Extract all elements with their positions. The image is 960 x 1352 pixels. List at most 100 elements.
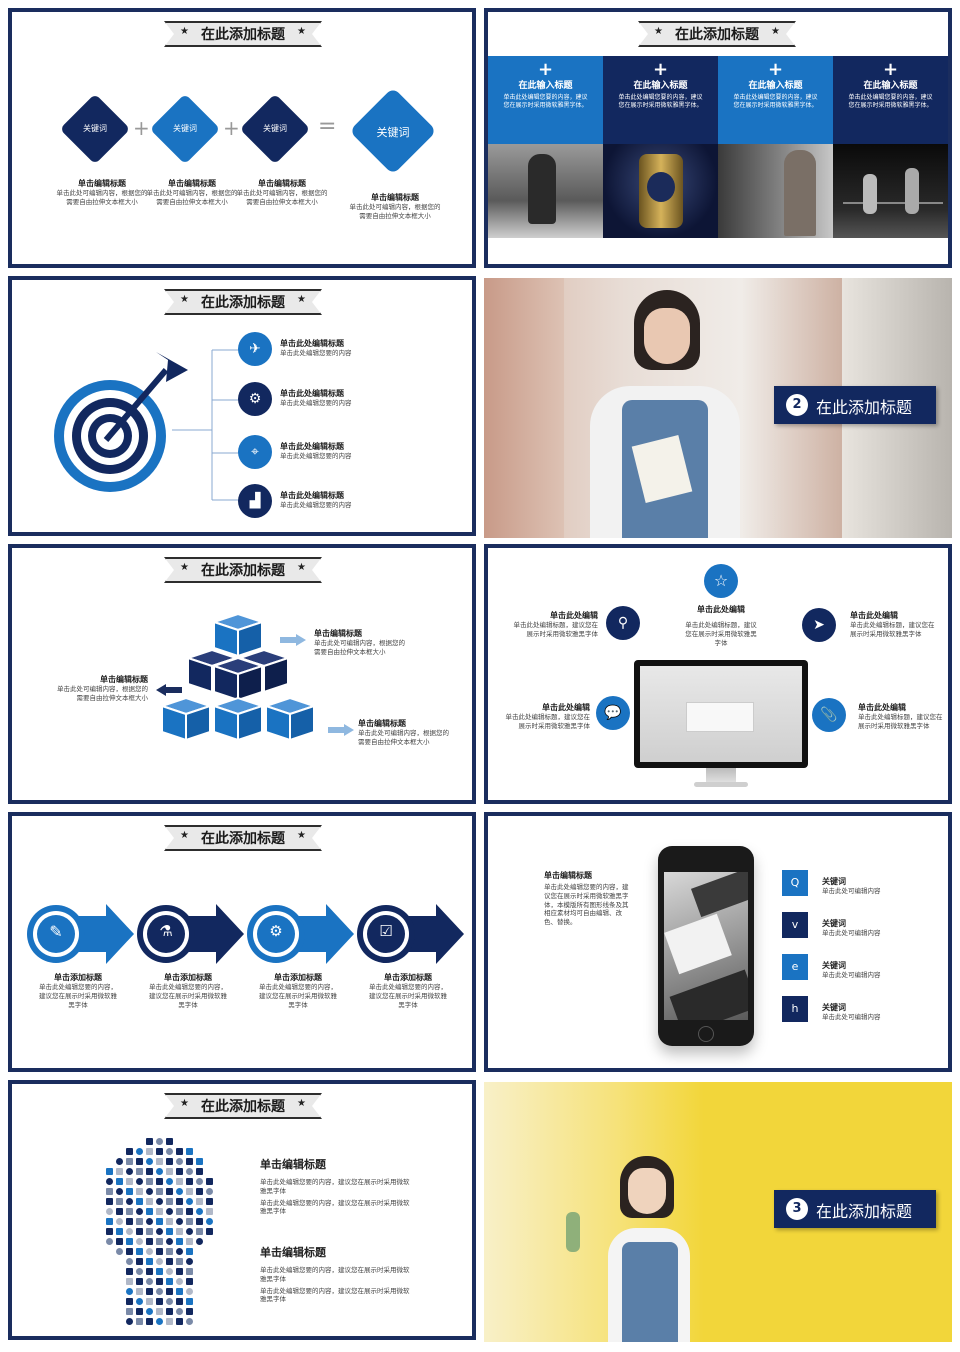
block-text: 单击此处可编辑内容，根据您的需要自由拉伸文本框大小 [146,189,238,206]
small-icon [136,1198,143,1205]
keyword-text: 单击此处可编辑内容 [822,1013,881,1021]
small-icon [176,1238,183,1245]
star-icon: ★ [654,26,663,37]
small-icon [176,1278,183,1285]
slide-cube-pyramid[interactable]: ★ 在此添加标题 ★ 单击编辑标题 单击此处可编辑内容，根据您的需要自由拉伸文本… [8,544,476,804]
slide-keyword-equation[interactable]: ★ 在此添加标题 ★ 关键词 + 关键词 + 关键词 = 关键词 单击编辑标题 … [8,8,476,268]
small-icon [176,1188,183,1195]
step-text: 单击此处编辑您要的内容，建议您在展示时采用微软雅黑字体 [259,983,337,1009]
slide-phone-keywords[interactable]: 单击编辑标题 单击此处编辑您要的内容，建议您在展示时采用微软雅黑字体，本模版所有… [484,812,952,1072]
block-title: 单击编辑标题 [100,675,148,684]
chat-bubble-icon[interactable]: 💬 [596,696,630,730]
slide-title-banner: ★ 在此添加标题 ★ [638,21,796,47]
plus-sign: + [133,116,150,140]
small-icon [126,1268,133,1275]
small-icon [146,1208,153,1215]
small-icon [136,1178,143,1185]
arrow-left-icon [156,684,182,696]
item-text: 单击此处编辑标题，建议您在展示时采用微软雅黑字体 [513,621,599,638]
step-title: 单击添加标题 [54,973,102,982]
step-text: 单击此处编辑您要的内容，建议您在展示时采用微软雅黑字体 [39,983,117,1009]
search-icon[interactable]: ⚲ [606,606,640,640]
small-icon [206,1208,213,1215]
small-icon [176,1208,183,1215]
small-icon [166,1318,173,1325]
small-icon [106,1178,113,1185]
small-icon [176,1168,183,1175]
keyword-letter-badge: h [782,996,808,1022]
slide-monitor-features[interactable]: ☆ 单击此处编辑 单击此处编辑标题，建议您在展示时采用微软雅黑字体 ⚲ 单击此处… [484,544,952,804]
small-icon [156,1198,163,1205]
small-icon [186,1258,193,1265]
section-title-badge[interactable]: 3 在此添加标题 [774,1190,936,1228]
small-icon [136,1248,143,1255]
item-title: 单击此处编辑 [850,611,898,620]
small-icon [196,1238,203,1245]
block-text: 单击此处编辑您要的内容，建议您在展示时采用微软雅黑字体 [260,1178,410,1195]
list-item[interactable]: ▟ [238,484,272,518]
paper-plane-icon[interactable]: ➤ [802,608,836,642]
slide-section-3-photo[interactable]: 3 在此添加标题 [484,1082,952,1342]
list-item[interactable]: ⌖ [238,435,272,469]
small-icon [126,1168,133,1175]
small-icon [176,1248,183,1255]
column-header[interactable]: + 在此输入标题 单击此处编辑您要的内容，建议您在展示时采用微软雅黑字体。 [833,56,948,144]
star-icon: ★ [180,26,189,37]
item-text: 单击此处编辑您要的内容 [280,349,352,357]
block-text: 单击此处编辑您要的内容，建议您在展示时采用微软雅黑字体 [260,1198,410,1216]
column-text: 单击此处编辑您要的内容，建议您在展示时采用微软雅黑字体。 [848,94,933,109]
keyword-label: 关键词 [83,124,107,133]
gears-icon: ⚙ [238,382,272,416]
small-icon [166,1238,173,1245]
small-icon [136,1188,143,1195]
slide-arrow-process[interactable]: ★ 在此添加标题 ★ ✎ ⚗ ⚙ ☑ 单击添加标题 单击此处编辑您要的内容，建议… [8,812,476,1072]
small-icon [136,1228,143,1235]
small-icon [116,1178,123,1185]
list-item[interactable]: ✈ [238,332,272,366]
small-icon [116,1208,123,1215]
small-icon [126,1278,133,1285]
block-text: 单击此处编辑您要的内容，建议您在展示时采用微软雅黑字体，本模版所有图形线条及其相… [544,883,629,927]
small-icon [166,1198,173,1205]
slide-section-2-photo[interactable]: 2 在此添加标题 [484,278,952,538]
item-title: 单击此处编辑 [550,611,598,620]
column-title: 在此输入标题 [748,81,803,91]
item-title: 单击此处编辑标题 [280,339,344,348]
small-icon [186,1228,193,1235]
column-header[interactable]: + 在此输入标题 单击此处编辑您要的内容，建议您在展示时采用微软雅黑字体。 [603,56,718,144]
photo-boxing-ring [833,144,948,238]
small-icon [136,1268,143,1275]
block-text: 单击此处可编辑内容，根据您的需要自由拉伸文本框大小 [349,203,441,220]
process-arrow [247,904,354,964]
section-title-badge[interactable]: 2 在此添加标题 [774,386,936,424]
background-plant [566,1212,580,1252]
small-icon [126,1308,133,1315]
keyword-text: 单击此处可编辑内容 [822,887,881,895]
star-icon: ★ [180,294,189,305]
small-icon [186,1208,193,1215]
column-header[interactable]: + 在此输入标题 单击此处编辑您要的内容，建议您在展示时采用微软雅黑字体。 [488,56,603,144]
column-text: 单击此处编辑您要的内容，建议您在展示时采用微软雅黑字体。 [503,94,588,109]
slide-target-list[interactable]: ★ 在此添加标题 ★ ✈ 单击此处编辑标题 单击此处编辑您要的内容 ⚙ 单击此处… [8,276,476,536]
small-icon [176,1178,183,1185]
small-icon [116,1188,123,1195]
small-icon [186,1238,193,1245]
step-title: 单击添加标题 [384,973,432,982]
slide-icon-head[interactable]: ★ 在此添加标题 ★ 单击编辑标题 单击此处编辑您要的内容，建议您在展示时采用微… [8,1080,476,1340]
column-header[interactable]: + 在此输入标题 单击此处编辑您要的内容，建议您在展示时采用微软雅黑字体。 [718,56,833,144]
small-icon [126,1198,133,1205]
list-item[interactable]: ⚙ [238,382,272,416]
small-icon [186,1308,193,1315]
slide-four-columns[interactable]: ★ 在此添加标题 ★ + 在此输入标题 单击此处编辑您要的内容，建议您在展示时采… [484,8,952,268]
keyword-text: 单击此处可编辑内容 [822,929,881,937]
star-icon: ★ [180,830,189,841]
item-text: 单击此处编辑标题，建议您在展示时采用微软雅黑字体 [685,621,757,647]
star-icon[interactable]: ☆ [704,564,738,598]
small-icon [156,1178,163,1185]
plus-sign: + [223,116,240,140]
monitor-stand [706,768,736,784]
flask-icon: ⚗ [159,922,173,940]
small-icon [176,1218,183,1225]
keyword-title: 关键词 [822,919,846,928]
paperclip-icon[interactable]: 📎 [812,698,846,732]
